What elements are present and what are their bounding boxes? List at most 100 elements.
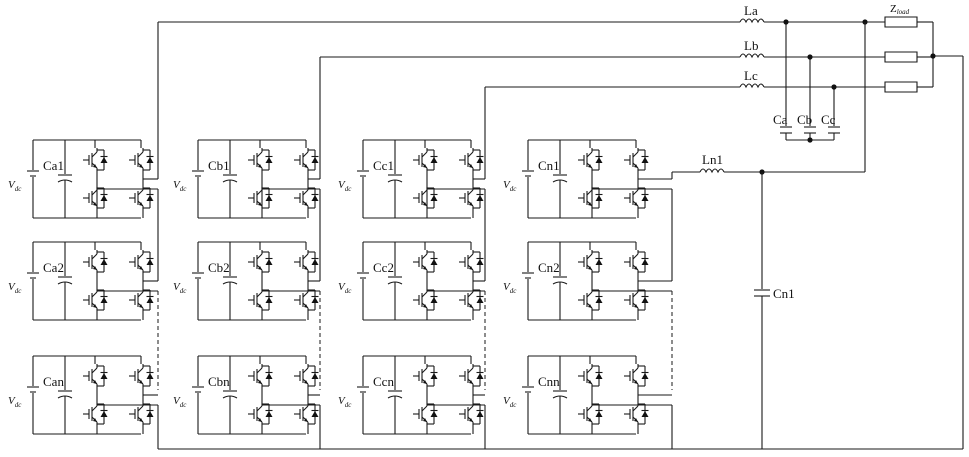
wire bbox=[468, 254, 473, 259]
igbt-switch bbox=[459, 402, 484, 426]
cell-capacitor-label: Ca2 bbox=[43, 260, 64, 275]
wire bbox=[303, 152, 308, 157]
wire bbox=[303, 190, 308, 195]
diode-triangle bbox=[596, 373, 603, 379]
wire bbox=[468, 152, 473, 157]
diode-triangle bbox=[431, 411, 438, 417]
igbt-switch bbox=[624, 148, 649, 172]
vdc-label: Vdc bbox=[338, 281, 352, 295]
diode-triangle bbox=[431, 259, 438, 265]
igbt-switch bbox=[459, 288, 484, 312]
filter-capacitor-label: Cc bbox=[821, 112, 836, 127]
h-bridge-cell: VdcCan bbox=[8, 356, 154, 434]
diode-triangle bbox=[477, 411, 484, 417]
wire bbox=[468, 292, 473, 297]
load-impedance bbox=[885, 52, 917, 62]
cell-capacitor-label: Cn1 bbox=[538, 158, 560, 173]
igbt-switch bbox=[413, 250, 438, 274]
igbt-switch bbox=[294, 250, 319, 274]
igbt-switch bbox=[248, 148, 273, 172]
igbt-switch bbox=[129, 148, 154, 172]
wire bbox=[92, 292, 97, 297]
igbt-switch bbox=[294, 288, 319, 312]
diode-triangle bbox=[596, 297, 603, 303]
vdc-label: Vdc bbox=[8, 179, 22, 193]
wire bbox=[303, 292, 308, 297]
diode-triangle bbox=[477, 297, 484, 303]
igbt-switch bbox=[413, 186, 438, 210]
wire bbox=[138, 254, 143, 259]
wire bbox=[138, 190, 143, 195]
igbt-switch bbox=[459, 148, 484, 172]
cell-capacitor-label: Cnn bbox=[538, 374, 560, 389]
diode-triangle bbox=[101, 373, 108, 379]
inductor-coil bbox=[740, 54, 764, 57]
wire bbox=[138, 368, 143, 373]
neutral-capacitor-label: Cn1 bbox=[773, 286, 795, 301]
diode-triangle bbox=[642, 157, 649, 163]
wire bbox=[422, 190, 427, 195]
igbt-switch bbox=[459, 364, 484, 388]
igbt-switch bbox=[248, 250, 273, 274]
igbt-switch bbox=[294, 402, 319, 426]
diode-triangle bbox=[312, 297, 319, 303]
wire bbox=[303, 254, 308, 259]
cell-capacitor-label: Cc1 bbox=[373, 158, 394, 173]
igbt-switch bbox=[624, 364, 649, 388]
h-bridge-cell: VdcCa2 bbox=[8, 242, 154, 320]
h-bridge-cell: VdcCcn bbox=[338, 356, 484, 434]
igbt-switch bbox=[413, 288, 438, 312]
diode-triangle bbox=[312, 259, 319, 265]
diode-triangle bbox=[312, 195, 319, 201]
igbt-switch bbox=[129, 288, 154, 312]
wire bbox=[633, 190, 638, 195]
diode-triangle bbox=[147, 259, 154, 265]
igbt-switch bbox=[578, 250, 603, 274]
igbt-switch bbox=[129, 250, 154, 274]
igbt-switch bbox=[248, 186, 273, 210]
diode-triangle bbox=[431, 195, 438, 201]
diode-triangle bbox=[312, 411, 319, 417]
load-impedance bbox=[885, 82, 917, 92]
wire bbox=[92, 190, 97, 195]
igbt-switch bbox=[578, 402, 603, 426]
wire bbox=[303, 368, 308, 373]
cell-capacitor-label: Cn2 bbox=[538, 260, 560, 275]
h-bridge-cell: VdcCc2 bbox=[338, 242, 484, 320]
igbt-switch bbox=[624, 186, 649, 210]
diode-triangle bbox=[266, 373, 273, 379]
diode-triangle bbox=[642, 259, 649, 265]
wire bbox=[257, 152, 262, 157]
igbt-switch bbox=[413, 364, 438, 388]
vdc-label: Vdc bbox=[503, 281, 517, 295]
wire bbox=[257, 190, 262, 195]
igbt-switch bbox=[578, 148, 603, 172]
wire bbox=[587, 190, 592, 195]
diode-triangle bbox=[431, 297, 438, 303]
wire bbox=[257, 368, 262, 373]
igbt-switch bbox=[578, 364, 603, 388]
wire bbox=[92, 152, 97, 157]
phase-inductor-label: Lc bbox=[744, 68, 758, 83]
inductor-coil bbox=[740, 19, 764, 22]
diode-triangle bbox=[266, 195, 273, 201]
wire bbox=[138, 292, 143, 297]
diode-triangle bbox=[431, 373, 438, 379]
wire bbox=[633, 292, 638, 297]
diode-triangle bbox=[642, 297, 649, 303]
diode-triangle bbox=[266, 259, 273, 265]
igbt-switch bbox=[294, 148, 319, 172]
diode-triangle bbox=[101, 259, 108, 265]
diode-triangle bbox=[266, 297, 273, 303]
igbt-switch bbox=[578, 186, 603, 210]
junction-dot bbox=[783, 19, 788, 24]
diode-triangle bbox=[147, 195, 154, 201]
cell-capacitor-label: Ca1 bbox=[43, 158, 64, 173]
wire bbox=[587, 254, 592, 259]
igbt-switch bbox=[624, 288, 649, 312]
vdc-label: Vdc bbox=[503, 395, 517, 409]
phase-inductor-label: Lb bbox=[744, 38, 758, 53]
load-label: Zload bbox=[890, 3, 910, 16]
diode-triangle bbox=[477, 373, 484, 379]
vdc-label: Vdc bbox=[503, 179, 517, 193]
